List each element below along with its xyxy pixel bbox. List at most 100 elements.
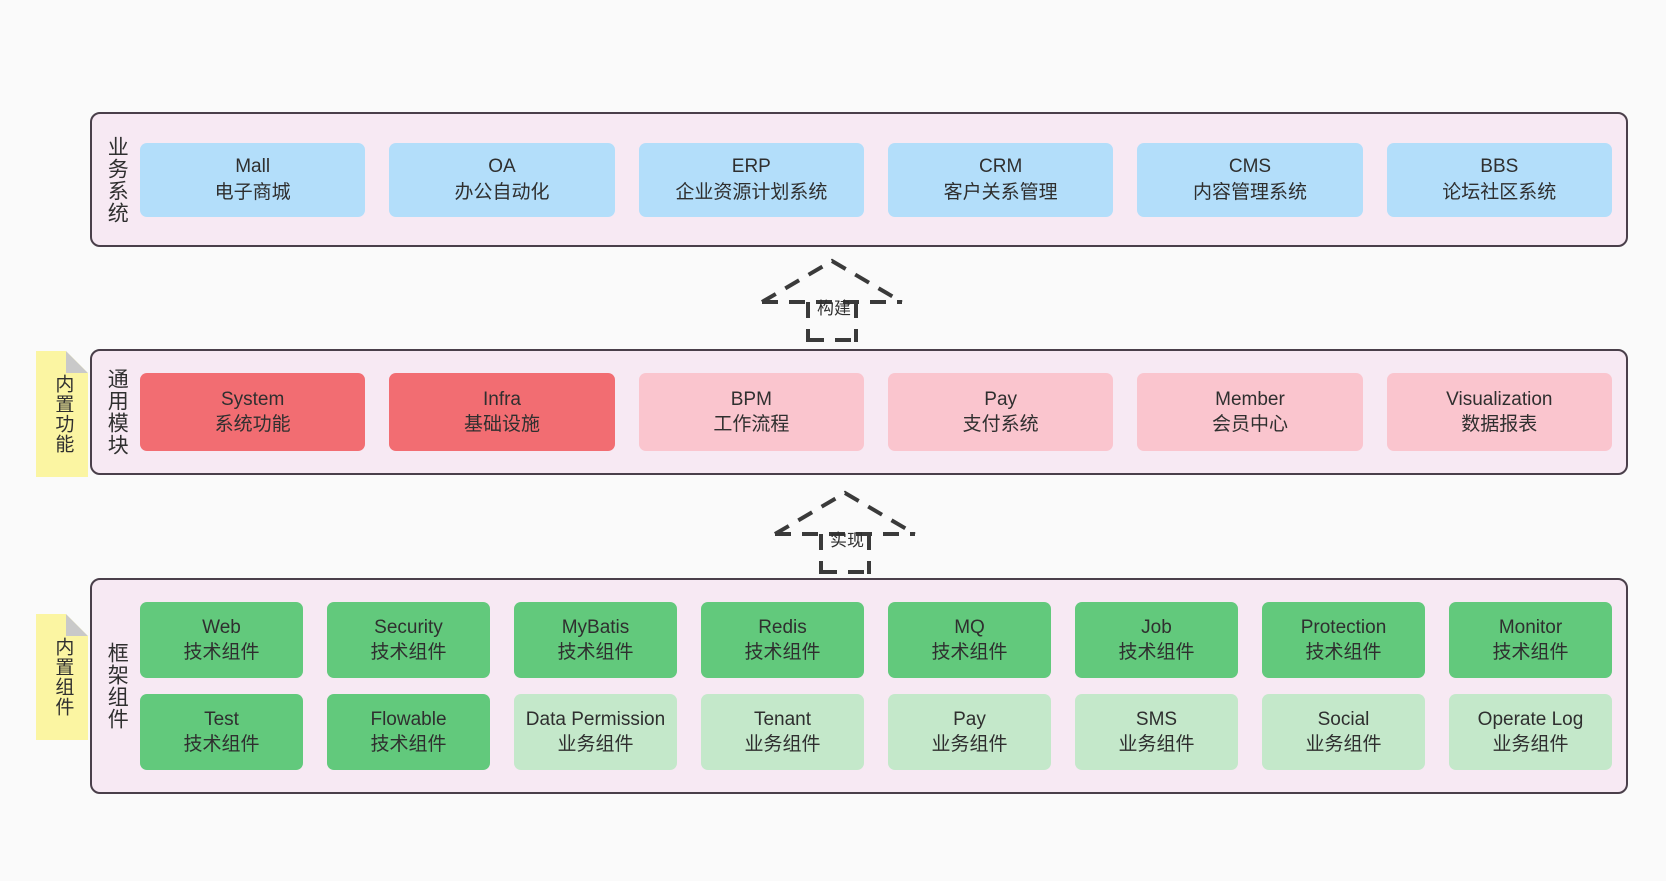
note-builtin-function: 内置功能 bbox=[36, 351, 88, 477]
node-label-cn: 技术组件 bbox=[370, 734, 447, 755]
node-visualization[interactable]: Visualization 数据报表 bbox=[1386, 373, 1612, 451]
node-label-en: Redis bbox=[758, 616, 807, 638]
node-mq[interactable]: MQ 技术组件 bbox=[888, 602, 1051, 678]
node-label-en: Monitor bbox=[1498, 616, 1563, 638]
node-crm[interactable]: CRM 客户关系管理 bbox=[887, 142, 1114, 217]
node-redis[interactable]: Redis 技术组件 bbox=[701, 602, 864, 678]
node-label-cn: 技术组件 bbox=[183, 642, 260, 663]
node-label-cn: 技术组件 bbox=[1118, 642, 1195, 663]
arrow-build: 构建 bbox=[757, 258, 907, 342]
node-pay[interactable]: Pay 支付系统 bbox=[887, 373, 1114, 451]
layer-business-system: 业务系统 Mall 电子商城 OA 办公自动化 ERP 企业资源计划系统 CRM… bbox=[90, 112, 1628, 247]
layer-body-framework-component: Web 技术组件 Security 技术组件 MyBatis 技术组件 Redi… bbox=[140, 580, 1626, 792]
node-bbs[interactable]: BBS 论坛社区系统 bbox=[1386, 142, 1612, 217]
node-pay-component[interactable]: Pay 业务组件 bbox=[888, 694, 1051, 770]
node-label-en: Test bbox=[204, 708, 239, 730]
generalization-arrow-icon bbox=[760, 258, 904, 342]
node-label-cn: 数据报表 bbox=[1461, 414, 1538, 435]
node-flowable[interactable]: Flowable 技术组件 bbox=[327, 694, 490, 770]
node-operate-log[interactable]: Operate Log 业务组件 bbox=[1449, 694, 1612, 770]
note-fold-corner-icon bbox=[66, 614, 88, 636]
node-cms[interactable]: CMS 内容管理系统 bbox=[1137, 142, 1363, 217]
note-fold-corner-icon bbox=[66, 351, 88, 373]
node-label-en: Social bbox=[1317, 708, 1370, 730]
node-social[interactable]: Social 业务组件 bbox=[1262, 694, 1425, 770]
node-label-cn: 会员中心 bbox=[1211, 414, 1288, 435]
layer-title-common-module: 通用模块 bbox=[105, 368, 129, 456]
layer-title-business-system: 业务系统 bbox=[105, 135, 129, 224]
node-oa[interactable]: OA 办公自动化 bbox=[389, 142, 615, 217]
node-label-cn: 技术组件 bbox=[1492, 642, 1569, 663]
note-builtin-component: 内置组件 bbox=[36, 614, 88, 740]
node-label-cn: 论坛社区系统 bbox=[1442, 181, 1557, 203]
node-job[interactable]: Job 技术组件 bbox=[1075, 602, 1238, 678]
node-label-en: BPM bbox=[730, 388, 772, 410]
node-protection[interactable]: Protection 技术组件 bbox=[1262, 602, 1425, 678]
node-label-cn: 基础设施 bbox=[463, 414, 540, 435]
node-label-en: Tenant bbox=[753, 708, 812, 730]
node-label-en: Protection bbox=[1300, 616, 1387, 638]
node-mall[interactable]: Mall 电子商城 bbox=[140, 142, 366, 217]
node-label-cn: 技术组件 bbox=[370, 642, 447, 663]
node-label-en: MyBatis bbox=[561, 616, 630, 638]
node-label-en: ERP bbox=[731, 156, 771, 178]
node-label-cn: 业务组件 bbox=[1118, 734, 1195, 755]
generalization-arrow-icon bbox=[773, 490, 917, 574]
node-tenant[interactable]: Tenant 业务组件 bbox=[701, 694, 864, 770]
node-row: System 系统功能 Infra 基础设施 BPM 工作流程 Pay 支付系统… bbox=[140, 373, 1612, 451]
node-label-en: Job bbox=[1141, 616, 1172, 638]
layer-body-common-module: System 系统功能 Infra 基础设施 BPM 工作流程 Pay 支付系统… bbox=[140, 351, 1626, 473]
node-label-cn: 工作流程 bbox=[713, 414, 790, 435]
node-label-cn: 技术组件 bbox=[931, 642, 1008, 663]
node-label-cn: 业务组件 bbox=[1305, 734, 1382, 755]
node-bpm[interactable]: BPM 工作流程 bbox=[638, 373, 864, 451]
node-label-cn: 技术组件 bbox=[1305, 642, 1382, 663]
node-erp[interactable]: ERP 企业资源计划系统 bbox=[638, 142, 864, 217]
node-label-en: Operate Log bbox=[1477, 708, 1584, 730]
node-label-cn: 业务组件 bbox=[557, 734, 634, 755]
note-label: 内置组件 bbox=[52, 637, 74, 717]
node-label-en: Infra bbox=[482, 388, 521, 410]
node-member[interactable]: Member 会员中心 bbox=[1137, 373, 1363, 451]
node-label-en: MQ bbox=[954, 616, 985, 638]
node-security[interactable]: Security 技术组件 bbox=[327, 602, 490, 678]
node-label-cn: 电子商城 bbox=[214, 181, 291, 203]
node-label-cn: 业务组件 bbox=[744, 734, 821, 755]
node-label-cn: 系统功能 bbox=[214, 414, 291, 435]
node-monitor[interactable]: Monitor 技术组件 bbox=[1449, 602, 1612, 678]
node-label-en: Web bbox=[202, 616, 241, 638]
node-label-cn: 业务组件 bbox=[1492, 734, 1569, 755]
node-label-en: Pay bbox=[984, 388, 1018, 410]
arrow-label-build: 构建 bbox=[817, 299, 851, 318]
node-label-en: System bbox=[220, 388, 285, 410]
arrow-implement: 实现 bbox=[770, 490, 920, 574]
node-web[interactable]: Web 技术组件 bbox=[140, 602, 303, 678]
node-label-cn: 企业资源计划系统 bbox=[675, 181, 828, 203]
node-test[interactable]: Test 技术组件 bbox=[140, 694, 303, 770]
node-label-cn: 内容管理系统 bbox=[1192, 181, 1307, 203]
node-label-en: CRM bbox=[979, 156, 1023, 178]
node-label-cn: 技术组件 bbox=[744, 642, 821, 663]
node-data-permission[interactable]: Data Permission 业务组件 bbox=[514, 694, 677, 770]
arrow-label-implement: 实现 bbox=[830, 531, 864, 550]
node-system[interactable]: System 系统功能 bbox=[140, 373, 366, 451]
node-row: Mall 电子商城 OA 办公自动化 ERP 企业资源计划系统 CRM 客户关系… bbox=[140, 142, 1612, 217]
node-label-cn: 客户关系管理 bbox=[943, 181, 1058, 203]
layer-title-framework-component: 框架组件 bbox=[105, 642, 129, 730]
node-sms[interactable]: SMS 业务组件 bbox=[1075, 694, 1238, 770]
node-label-cn: 业务组件 bbox=[931, 734, 1008, 755]
node-label-en: CMS bbox=[1228, 156, 1272, 178]
node-label-en: Member bbox=[1215, 388, 1285, 410]
node-mybatis[interactable]: MyBatis 技术组件 bbox=[514, 602, 677, 678]
node-label-en: BBS bbox=[1480, 156, 1519, 178]
node-infra[interactable]: Infra 基础设施 bbox=[389, 373, 615, 451]
node-row: Web 技术组件 Security 技术组件 MyBatis 技术组件 Redi… bbox=[140, 602, 1612, 678]
node-label-en: SMS bbox=[1135, 708, 1178, 730]
node-label-en: Visualization bbox=[1446, 388, 1553, 410]
layer-framework-component: 框架组件 Web 技术组件 Security 技术组件 MyBatis 技术组件… bbox=[90, 578, 1628, 794]
node-label-en: Security bbox=[374, 616, 443, 638]
node-label-en: Pay bbox=[953, 708, 986, 730]
node-label-en: Mall bbox=[235, 156, 271, 178]
layer-body-business-system: Mall 电子商城 OA 办公自动化 ERP 企业资源计划系统 CRM 客户关系… bbox=[140, 114, 1626, 245]
